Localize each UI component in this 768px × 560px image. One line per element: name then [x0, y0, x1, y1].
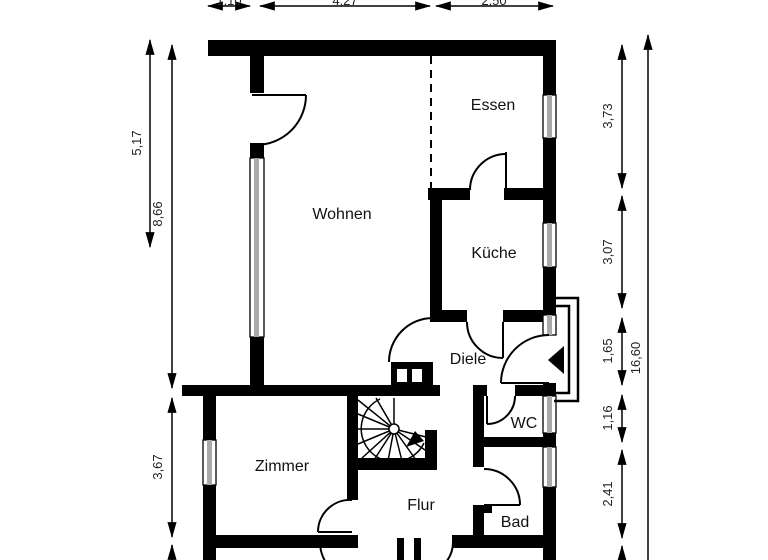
dimension-labels: 1,10 4,27 2,50 5,17 8,66 3,67 3,73 3,07 …: [129, 0, 643, 507]
room-label-zimmer: Zimmer: [255, 458, 310, 475]
dim-overall: 16,60: [628, 342, 643, 375]
dim-top-3: 2,50: [481, 0, 506, 8]
door-bad: [483, 468, 521, 506]
dim-top-2: 4,27: [332, 0, 357, 8]
chimney-block: [391, 362, 433, 390]
dimension-lines: [145, 1, 653, 560]
window-wc-east: [542, 395, 557, 434]
doors: [252, 94, 550, 560]
dim-left-3: 3,67: [150, 454, 165, 479]
room-label-wohnen: Wohnen: [312, 206, 371, 223]
window-kueche-east: [542, 222, 557, 268]
dim-top-1: 1,10: [216, 0, 241, 8]
entrance-arrow-icon: [548, 346, 564, 374]
window-wohnen-west: [249, 157, 265, 338]
dim-right-1: 3,73: [600, 103, 615, 128]
room-label-kueche: Küche: [471, 245, 516, 262]
door-entrance: [500, 334, 550, 384]
dim-left-2: 8,66: [150, 201, 165, 226]
window-zimmer-west: [202, 439, 217, 486]
window-entrance-sidelight: [542, 314, 557, 336]
entrance-porch-steps: [554, 296, 580, 403]
door-wohnen-diele: [388, 317, 434, 363]
spiral-staircase: [357, 397, 431, 463]
dim-right-2: 3,07: [600, 239, 615, 264]
room-label-wc: WC: [511, 415, 538, 432]
door-essen-kueche: [469, 152, 507, 191]
dim-right-4: 1,16: [600, 405, 615, 430]
dim-left-1: 5,17: [129, 130, 144, 155]
room-label-bad: Bad: [501, 514, 529, 531]
stair-direction-arrow-icon: [406, 431, 424, 447]
room-label-diele: Diele: [450, 351, 487, 368]
door-kueche-diele: [466, 321, 504, 359]
dim-right-5: 2,41: [600, 481, 615, 506]
windows: [202, 94, 557, 488]
door-wohnen-west: [252, 94, 307, 146]
door-flur-bottom-left: [319, 541, 326, 560]
room-labels: Essen Wohnen Küche Diele WC Zimmer Flur …: [255, 97, 537, 531]
room-label-essen: Essen: [471, 97, 515, 114]
door-flur-bottom-right: [446, 541, 454, 560]
room-label-flur: Flur: [407, 497, 435, 514]
walls: [182, 40, 556, 560]
door-zimmer: [316, 498, 353, 533]
window-bad-east: [542, 446, 557, 488]
dim-right-3: 1,65: [600, 338, 615, 363]
window-essen-east: [542, 94, 557, 139]
door-wc: [486, 395, 516, 425]
